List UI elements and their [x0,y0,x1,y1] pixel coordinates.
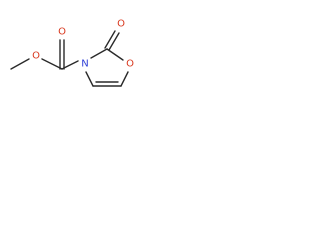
bonds [10,30,129,87]
chemical-structure-diagram: O N O O O [10,19,134,87]
bond-ring-o-c5 [120,71,129,87]
atom-labels: O N O O O [32,19,134,70]
bond-carbonyl-c-n [61,60,79,70]
atom-n-ring: N [81,59,88,70]
bond-ring-carbonyl-double-b [108,32,120,51]
atom-o-ester-carbonyl: O [58,27,66,38]
bond-c2-ring-o [106,48,124,61]
bond-c4-n [85,71,94,87]
bond-ring-carbonyl-double-a [104,30,116,49]
bond-methyl-o [10,58,30,70]
atom-o-ring-carbonyl: O [117,19,125,30]
atom-o-ring: O [126,59,134,70]
atom-o-ester: O [32,51,40,62]
bond-n-ring-c2 [90,48,108,59]
bond-o-carbonyl-c [41,58,63,70]
